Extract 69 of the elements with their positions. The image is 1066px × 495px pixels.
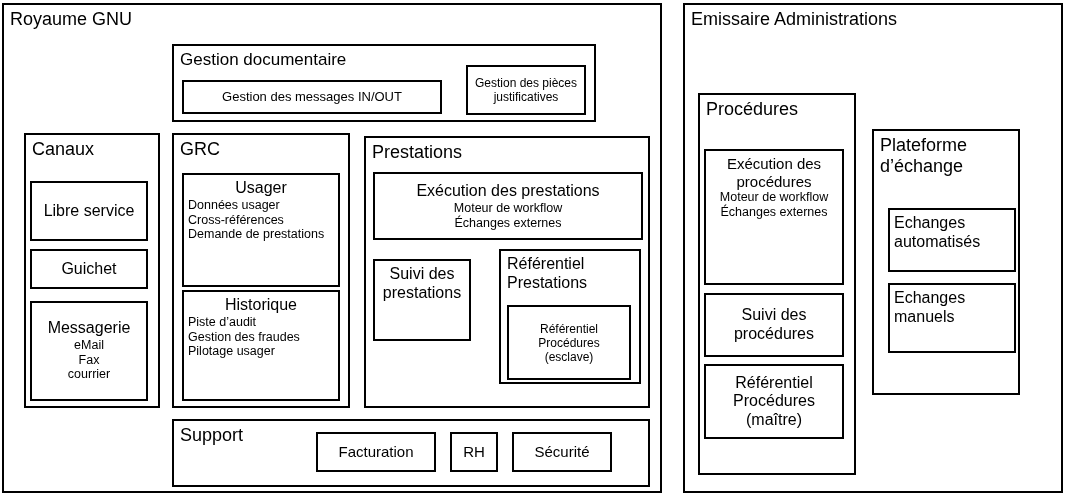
box-title: Guichet [61,259,117,279]
box-title: Support [180,425,244,447]
module-box [182,290,340,401]
box-title: Référentiel Prestations [507,255,589,293]
module-box [373,172,643,240]
box-title: Emissaire Administrations [691,9,898,31]
list-item: Piste d’audit [188,314,257,330]
module-box [704,149,844,285]
list-item: Données usager [188,197,280,213]
box-title: Exécution des procédures [725,155,823,191]
group-box [2,3,662,493]
list-item: Échanges externes [454,215,562,231]
group-box [364,136,650,408]
module-box [30,301,148,401]
module-box [704,293,844,357]
module-box [512,432,612,472]
box-title: Echanges automatisés [894,214,982,252]
box-title: Historique [225,296,297,315]
module-box [316,432,436,472]
module-box [182,173,340,287]
module-box [466,65,586,115]
box-title: Usager [235,179,287,198]
module-box [30,181,148,241]
group-box [872,129,1020,395]
box-title: Référentiel Procédures (esclave) [537,321,601,364]
module-box [373,259,471,341]
list-item: Échanges externes [720,205,828,220]
group-box [683,3,1063,493]
group-box [172,44,596,122]
box-title: Libre service [43,201,135,221]
box-title: Prestations [372,142,463,164]
list-item: Cross-références [188,212,284,228]
box-title: Suivi des procédures [732,306,815,344]
box-title: Procédures [706,99,799,121]
box-title: Canaux [32,139,95,161]
list-item: eMail [74,338,104,354]
group-box [499,249,641,384]
module-box [704,364,844,439]
box-title: Exécution des prestations [416,181,600,201]
list-item: courrier [67,367,111,383]
group-box [698,93,856,475]
module-box [888,208,1016,272]
box-title: GRC [180,139,220,161]
box-title: Gestion des messages IN/OUT [222,89,402,105]
group-box [172,133,350,408]
module-box [450,432,498,472]
module-box [30,249,148,289]
group-box [24,133,160,408]
box-title: RH [463,443,485,461]
group-box [172,419,650,487]
module-box [507,305,631,380]
box-title: Gestion des pièces justificatives [473,75,579,105]
list-item: Pilotage usager [188,344,275,360]
box-title: Messagerie [47,319,131,339]
box-title: Gestion documentaire [180,50,347,71]
list-item: Gestion des fraudes [188,329,300,345]
list-item: Moteur de workflow [719,190,829,205]
box-title: Sécurité [534,443,590,461]
list-item: Moteur de workflow [453,200,563,215]
box-title: Suivi des prestations [381,265,463,303]
box-title: Référentiel Procédures (maître) [732,373,816,430]
box-title: Echanges manuels [894,289,967,327]
box-title: Plateforme d’échange [880,135,969,178]
list-item: Fax [78,353,100,368]
box-title: Facturation [338,443,414,461]
module-box [888,283,1016,353]
module-box [182,80,442,114]
box-title: Royaume GNU [10,9,133,31]
list-item: Demande de prestations [188,227,325,243]
